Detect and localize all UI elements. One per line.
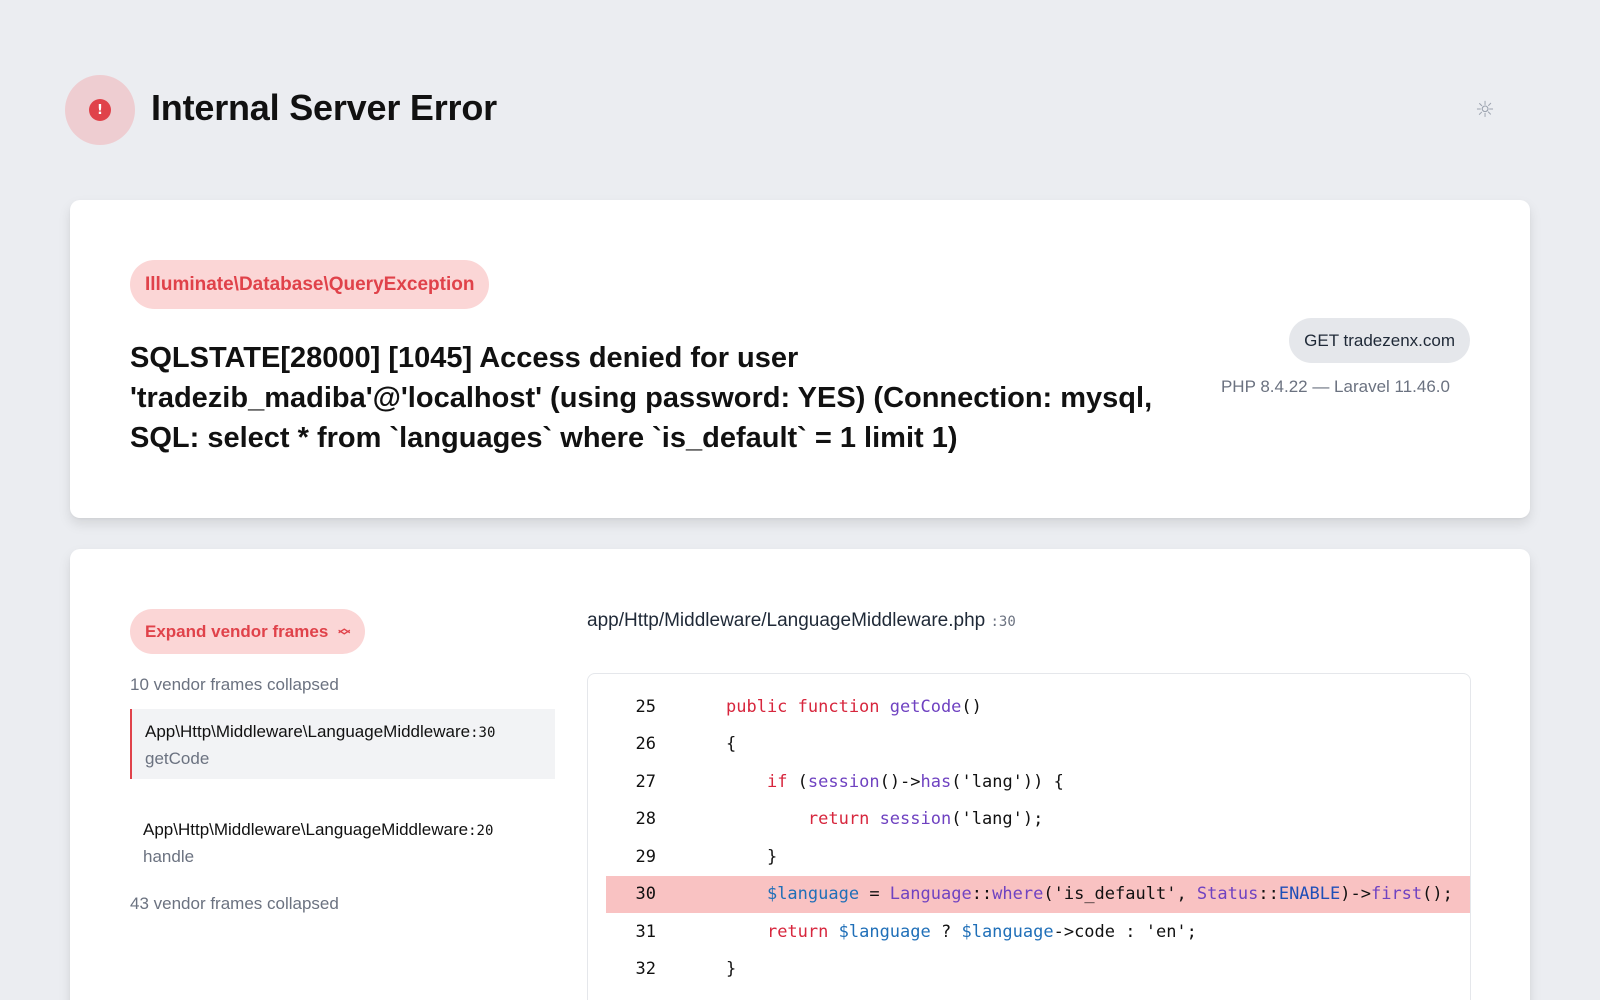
line-number: 32 (635, 959, 656, 980)
expand-vendor-frames-button[interactable]: Expand vendor frames ︿﹀ (130, 609, 366, 654)
sun-icon[interactable]: ☼ (1475, 97, 1495, 123)
line-number: 28 (635, 809, 656, 830)
page-header: ! Internal Server Error ☼ (65, 75, 1500, 145)
exception-class-badge: Illuminate\Database\QueryException (130, 260, 490, 309)
frame-class: App\Http\Middleware\LanguageMiddleware (143, 820, 469, 839)
code-line: 28 return session('lang'); (588, 801, 1470, 839)
stack-frame-active[interactable]: App\Http\Middleware\LanguageMiddleware:3… (130, 709, 555, 779)
frame-line: :20 (468, 823, 494, 839)
code-line: 26{ (588, 726, 1470, 764)
file-line-number: :30 (990, 614, 1016, 630)
collapsed-vendor-frames-note[interactable]: 43 vendor frames collapsed (130, 894, 339, 913)
exception-card: Illuminate\Database\QueryException SQLST… (70, 200, 1530, 518)
frame-line: :30 (470, 725, 496, 741)
request-badge: GET tradezenx.com (1289, 318, 1470, 363)
version-info: PHP 8.4.22 — Laravel 11.46.0 (1220, 377, 1450, 396)
line-number: 27 (635, 771, 656, 792)
frame-method: getCode (145, 749, 210, 768)
line-number: 30 (635, 884, 656, 905)
code-line: 32} (588, 951, 1470, 989)
expand-vendor-frames-label: Expand vendor frames (145, 621, 329, 641)
stack-trace-card: Expand vendor frames ︿﹀ 10 vendor frames… (70, 549, 1530, 1000)
frame-class: App\Http\Middleware\LanguageMiddleware (145, 722, 471, 741)
code-line: 31 return $language ? $language->code : … (588, 913, 1470, 951)
frame-method: handle (143, 847, 195, 866)
page-title: Internal Server Error (151, 87, 497, 128)
file-name: app/Http/Middleware/LanguageMiddleware.p… (587, 610, 986, 631)
line-number: 29 (635, 846, 656, 867)
error-icon-circle: ! (65, 75, 135, 145)
chevron-up-down-icon: ︿﹀ (338, 620, 351, 643)
exclamation-icon: ! (89, 99, 111, 121)
line-number: 25 (635, 696, 656, 717)
code-line: 27 if (session()->has('lang')) { (588, 763, 1470, 801)
line-number: 26 (635, 734, 656, 755)
collapsed-vendor-frames-note[interactable]: 10 vendor frames collapsed (130, 675, 339, 694)
line-number: 31 (635, 921, 656, 942)
error-message: SQLSTATE[28000] [1045] Access denied for… (130, 342, 1153, 454)
code-line-highlighted: 30 $language = Language::where('is_defau… (606, 875, 1470, 913)
stack-frame[interactable]: App\Http\Middleware\LanguageMiddleware:2… (130, 807, 555, 877)
code-file-path: app/Http/Middleware/LanguageMiddleware.p… (587, 610, 1016, 632)
code-line: 29 } (588, 838, 1470, 876)
